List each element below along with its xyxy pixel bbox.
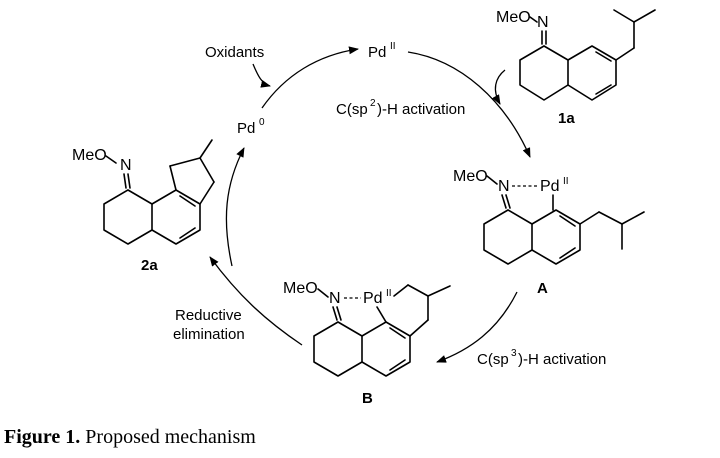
svg-text:N: N xyxy=(120,157,132,174)
csp3-activation-label: C(sp 3 )-H activation xyxy=(477,348,606,368)
pd-0-label: Pd 0 xyxy=(237,117,265,137)
svg-text:MeO: MeO xyxy=(283,280,318,297)
arc-pdii-to-A xyxy=(407,51,531,158)
svg-text:A: A xyxy=(537,280,548,297)
svg-text:N: N xyxy=(329,290,341,307)
compound-A: MeO N Pd II A xyxy=(453,168,645,297)
svg-text:MeO: MeO xyxy=(496,9,531,26)
compound-2a: MeO N 2a xyxy=(72,139,215,274)
figure-title: Proposed mechanism xyxy=(85,426,256,448)
svg-text:Pd: Pd xyxy=(363,290,383,307)
arc-to-pd0 xyxy=(225,147,245,267)
elimination-label: elimination xyxy=(173,326,245,343)
substrate-entry-arrow xyxy=(492,69,506,105)
svg-text:MeO: MeO xyxy=(453,168,488,185)
svg-text:)-H activation: )-H activation xyxy=(377,101,465,118)
svg-text:2a: 2a xyxy=(141,257,158,274)
svg-text:2: 2 xyxy=(370,98,376,109)
svg-text:1a: 1a xyxy=(558,110,575,127)
oxidant-curved-arrow xyxy=(252,63,271,88)
figure-caption: Figure 1. Proposed mechanism xyxy=(4,426,256,449)
arc-B-to-2a xyxy=(209,256,303,346)
svg-text:3: 3 xyxy=(511,348,517,359)
compound-1a: MeO N 1a xyxy=(496,9,656,127)
reductive-label: Reductive xyxy=(175,307,242,324)
arc-pd0-to-pdii xyxy=(261,46,359,109)
svg-text:Pd: Pd xyxy=(237,120,255,137)
oxidants-label: Oxidants xyxy=(205,44,264,61)
pd-ii-label: Pd II xyxy=(368,41,396,61)
svg-text:C(sp: C(sp xyxy=(477,351,509,368)
svg-text:C(sp: C(sp xyxy=(336,101,368,118)
svg-text:II: II xyxy=(563,176,569,187)
figure-number: Figure 1. xyxy=(4,426,81,448)
csp2-activation-label: C(sp 2 )-H activation xyxy=(336,98,465,118)
svg-text:)-H activation: )-H activation xyxy=(518,351,606,368)
svg-text:N: N xyxy=(498,178,510,195)
compound-B: MeO N Pd II B xyxy=(283,280,451,407)
svg-text:II: II xyxy=(390,41,396,52)
svg-text:Pd: Pd xyxy=(540,178,560,195)
svg-text:B: B xyxy=(362,390,373,407)
svg-text:Pd: Pd xyxy=(368,44,386,61)
arc-A-to-B xyxy=(436,291,518,363)
svg-text:0: 0 xyxy=(259,117,265,128)
svg-text:N: N xyxy=(537,14,549,31)
catalytic-cycle xyxy=(209,46,531,363)
svg-text:MeO: MeO xyxy=(72,147,107,164)
svg-text:II: II xyxy=(386,288,392,299)
